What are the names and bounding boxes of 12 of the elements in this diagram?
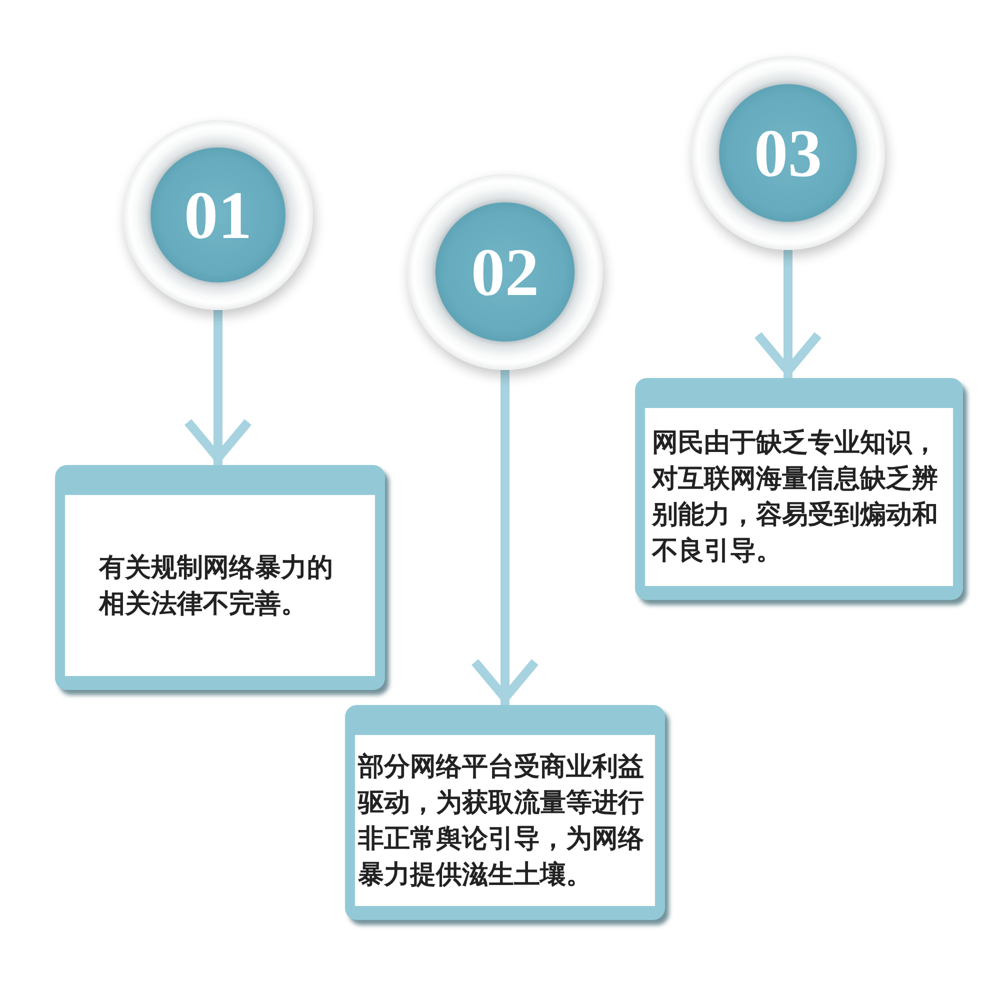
step-number: 03 xyxy=(754,119,822,187)
card-text: 部分网络平台受商业利益驱动，为获取流量等进行非正常舆论引导，为网络暴力提供滋生土壤。 xyxy=(358,750,646,892)
text-card xyxy=(345,705,665,920)
arrow xyxy=(470,370,540,705)
step-number: 01 xyxy=(184,181,252,249)
text-card xyxy=(55,465,385,690)
arrow xyxy=(184,310,252,465)
text-card xyxy=(635,378,963,600)
card-text: 网民由于缺乏专业知识，对互联网海量信息缺乏辨别能力，容易受到煽动和不良引导。 xyxy=(652,427,940,568)
card-text: 有关规制网络暴力的相关法律不完善。 xyxy=(99,552,334,620)
step-number: 02 xyxy=(471,238,539,306)
arrow xyxy=(754,250,822,378)
